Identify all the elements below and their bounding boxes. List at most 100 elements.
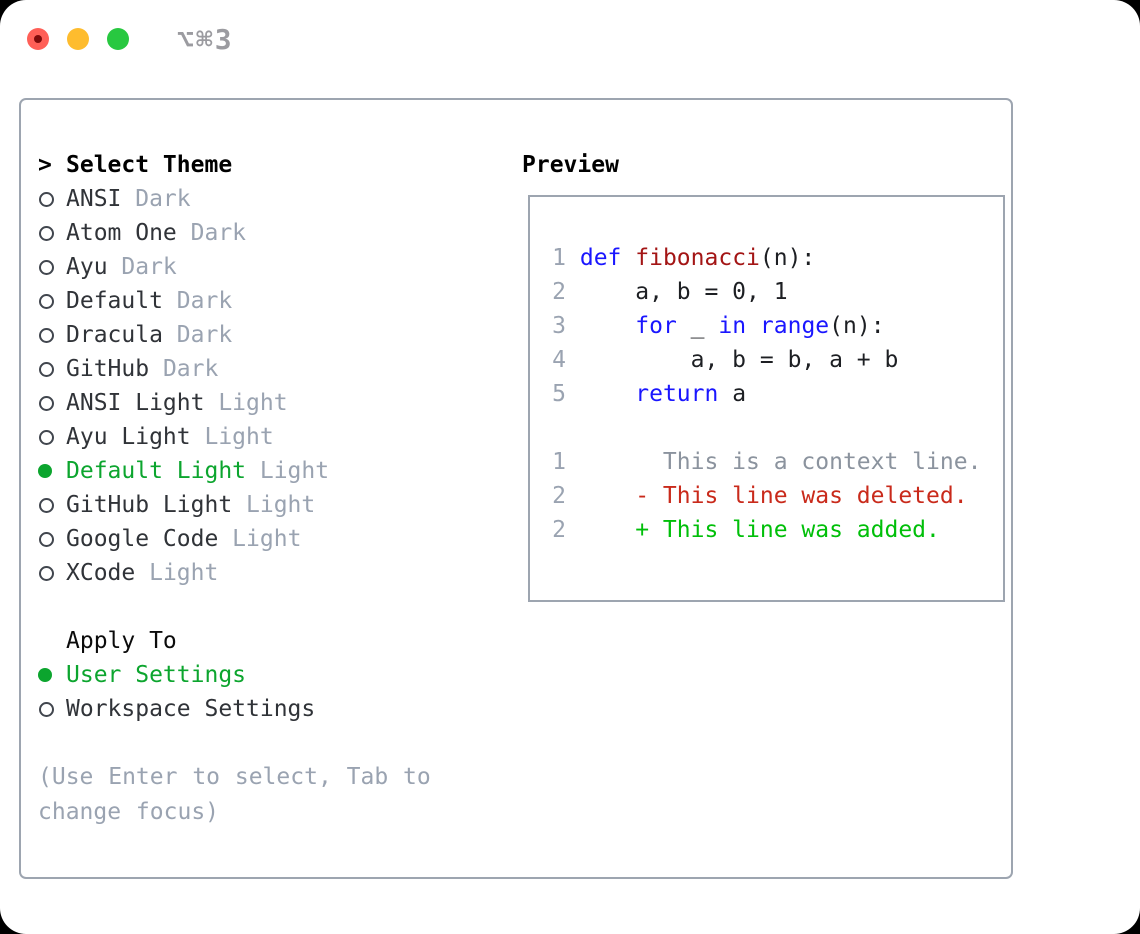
hollow-circle-icon	[39, 361, 54, 377]
theme-variant-tag: Dark	[176, 220, 247, 246]
theme-name: Dracula	[66, 322, 163, 348]
code-text: for _ in range(n):	[566, 309, 885, 343]
hollow-circle-icon	[39, 259, 54, 275]
plain-token: a	[718, 381, 747, 407]
theme-option-google-code[interactable]: Google Code Light	[38, 522, 502, 556]
theme-option-ayu[interactable]: Ayu Dark	[38, 250, 502, 284]
spacer	[38, 726, 502, 760]
minimize-button[interactable]	[67, 28, 89, 50]
theme-option-xcode[interactable]: XCode Light	[38, 556, 502, 590]
apply-option-label: User Settings	[66, 662, 247, 688]
keyboard-hint: (Use Enter to select, Tab to change focu…	[38, 764, 431, 825]
hollow-circle-icon	[39, 531, 54, 547]
hollow-circle-icon	[39, 225, 54, 241]
zoom-button[interactable]	[107, 28, 129, 50]
plain-token: (n):	[759, 245, 816, 271]
theme-name: GitHub Light	[66, 492, 233, 518]
theme-option-default-light[interactable]: Default Light Light	[38, 454, 502, 488]
theme-variant-tag: Dark	[107, 254, 177, 280]
theme-option-ayu-light[interactable]: Ayu Light Light	[38, 420, 502, 454]
function-token: fibonacci	[635, 245, 760, 271]
theme-variant-tag: Light	[135, 560, 219, 586]
preview-title: Preview	[522, 152, 619, 178]
hollow-circle-icon	[39, 293, 54, 309]
theme-option-github-light[interactable]: GitHub Light Light	[38, 488, 502, 522]
radio-icon	[38, 327, 66, 343]
theme-name: XCode	[66, 560, 136, 586]
theme-option-atom-one[interactable]: Atom One Dark	[38, 216, 502, 250]
theme-variant-tag: Dark	[121, 186, 191, 212]
theme-variant-tag: Light	[204, 390, 288, 416]
plain-token: a, b = b, a + b	[579, 347, 899, 373]
plain-token	[746, 313, 760, 339]
select-theme-title: Select Theme	[66, 152, 233, 178]
plain-token	[580, 313, 635, 339]
cursor-icon: >	[38, 152, 52, 178]
radio-icon	[38, 191, 66, 207]
keyword-token: return	[635, 381, 719, 407]
theme-name: ANSI Light	[66, 390, 205, 416]
spacer	[38, 590, 502, 624]
theme-option-dracula[interactable]: Dracula Dark	[38, 318, 502, 352]
apply-option-user-settings[interactable]: User Settings	[38, 658, 502, 692]
theme-name: Atom One	[66, 220, 177, 246]
code-text: def fibonacci(n):	[566, 241, 815, 275]
plain-token	[621, 245, 635, 271]
radio-icon	[38, 361, 66, 377]
code-line-3: 3 for _ in range(n):	[552, 309, 985, 343]
diff-text: - This line was deleted.	[566, 483, 968, 509]
radio-icon	[38, 395, 66, 411]
diff-text: + This line was added.	[566, 517, 940, 543]
line-number: 2	[552, 483, 566, 509]
theme-variant-tag: Light	[246, 458, 330, 484]
line-number: 2	[552, 517, 566, 543]
code-line-1: 1 def fibonacci(n):	[552, 241, 985, 275]
theme-option-ansi-light[interactable]: ANSI Light Light	[38, 386, 502, 420]
theme-variant-tag: Dark	[162, 322, 233, 348]
hollow-circle-icon	[39, 701, 54, 717]
line-number: 4	[552, 347, 566, 373]
theme-name: Ayu Light	[66, 424, 191, 450]
line-number: 2	[552, 279, 566, 305]
theme-option-default[interactable]: Default Dark	[38, 284, 502, 318]
theme-name: Default	[66, 288, 163, 314]
plain-token	[580, 381, 635, 407]
diff-line-added: 2 + This line was added.	[552, 513, 985, 547]
theme-name: Google Code	[66, 526, 219, 552]
theme-variant-tag: Dark	[162, 288, 233, 314]
radio-icon	[38, 259, 66, 275]
apply-option-workspace-settings[interactable]: Workspace Settings	[38, 692, 502, 726]
line-number: 3	[552, 313, 566, 339]
theme-variant-tag: Light	[190, 424, 274, 450]
line-number: 5	[552, 381, 566, 407]
keyword-token: for	[635, 313, 677, 339]
code-text: a, b = 0, 1	[566, 275, 787, 309]
apply-option-label: Workspace Settings	[66, 696, 316, 722]
line-number: 1	[552, 245, 566, 271]
theme-option-ansi[interactable]: ANSI Dark	[38, 182, 502, 216]
code-line-2: 2 a, b = 0, 1	[552, 275, 985, 309]
keyword-token: in	[718, 313, 747, 339]
hollow-circle-icon	[39, 395, 54, 411]
close-button[interactable]	[27, 28, 49, 50]
plain-token: (n):	[829, 313, 885, 339]
code-text: a, b = b, a + b	[566, 343, 899, 377]
filled-circle-icon	[38, 464, 52, 478]
diff-line-deleted: 2 - This line was deleted.	[552, 479, 985, 513]
radio-icon	[38, 565, 66, 581]
theme-variant-tag: Light	[232, 492, 316, 518]
select-theme-header: > Select Theme	[38, 148, 502, 182]
apply-to-header: Apply To	[66, 628, 177, 654]
theme-option-github[interactable]: GitHub Dark	[38, 352, 502, 386]
radio-icon	[38, 225, 66, 241]
hollow-circle-icon	[39, 497, 54, 513]
code-text: return a	[566, 377, 746, 411]
hollow-circle-icon	[39, 327, 54, 343]
radio-icon	[38, 429, 66, 445]
theme-variant-tag: Light	[218, 526, 302, 552]
